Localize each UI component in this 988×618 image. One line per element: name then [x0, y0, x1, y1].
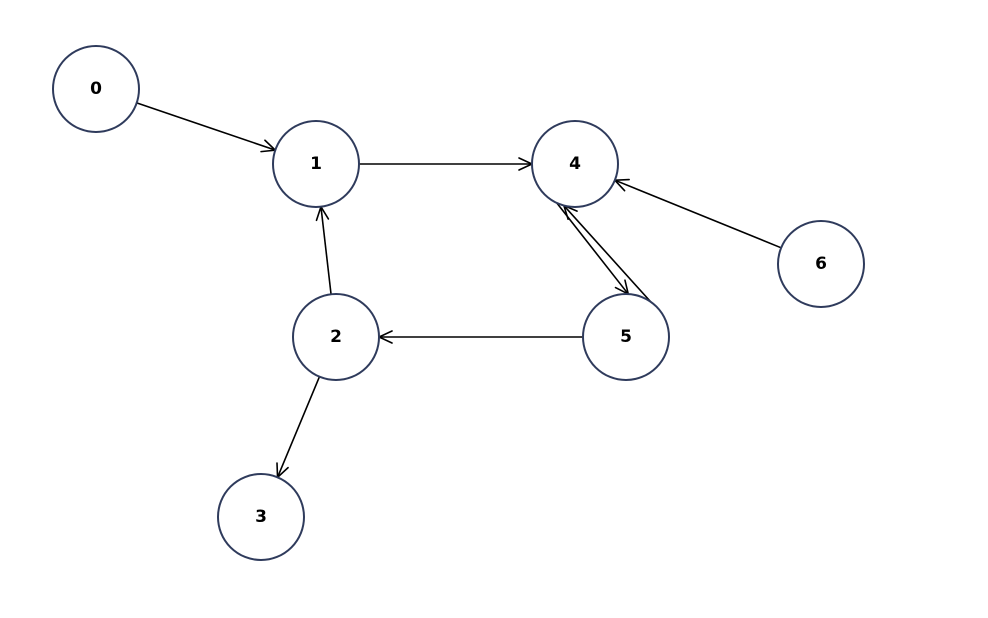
node-circle — [531, 120, 619, 208]
edge-2-to-3 — [276, 376, 321, 480]
node-circle — [217, 473, 305, 561]
edge-1-to-4 — [359, 157, 534, 171]
node-label: 5 — [620, 327, 632, 347]
node-circle — [292, 293, 380, 381]
node-circle — [582, 293, 670, 381]
node-label: 3 — [255, 507, 267, 527]
node-5: 5 — [582, 293, 670, 381]
edge-line — [563, 204, 652, 303]
edge-5-to-2 — [377, 330, 583, 344]
edge-0-to-1 — [136, 102, 278, 153]
node-4: 4 — [531, 120, 619, 208]
node-circle — [777, 220, 865, 308]
node-3: 3 — [217, 473, 305, 561]
node-circle — [52, 45, 140, 133]
node-label: 6 — [815, 254, 827, 274]
edge-line — [136, 102, 276, 151]
node-circle — [272, 120, 360, 208]
edge-5-to-4 — [562, 204, 652, 303]
node-0: 0 — [52, 45, 140, 133]
nodes-layer: 0 1 2 3 4 5 6 — [52, 45, 865, 561]
node-2: 2 — [292, 293, 380, 381]
edge-line — [614, 179, 782, 249]
edge-line — [276, 376, 321, 478]
node-label: 1 — [310, 154, 322, 174]
edges-layer — [136, 102, 782, 480]
edge-6-to-4 — [613, 178, 782, 249]
edge-2-to-1 — [315, 204, 332, 295]
node-label: 0 — [90, 79, 102, 99]
node-1: 1 — [272, 120, 360, 208]
node-6: 6 — [777, 220, 865, 308]
edge-line — [556, 202, 629, 295]
edge-line — [320, 206, 332, 295]
node-label: 4 — [569, 154, 581, 174]
node-label: 2 — [330, 327, 342, 347]
